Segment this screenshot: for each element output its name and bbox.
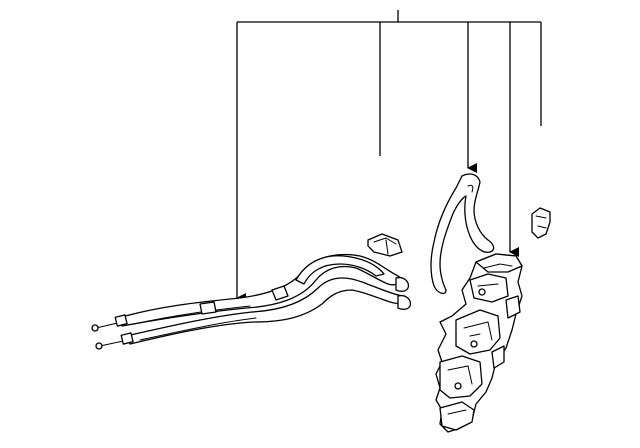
inside-handle-cables — [91, 253, 412, 350]
lock-rod — [430, 173, 495, 295]
clip-right — [531, 207, 551, 239]
leader-lines — [236, 10, 542, 303]
door-lock-actuator — [435, 253, 523, 433]
clip-left — [367, 233, 403, 257]
